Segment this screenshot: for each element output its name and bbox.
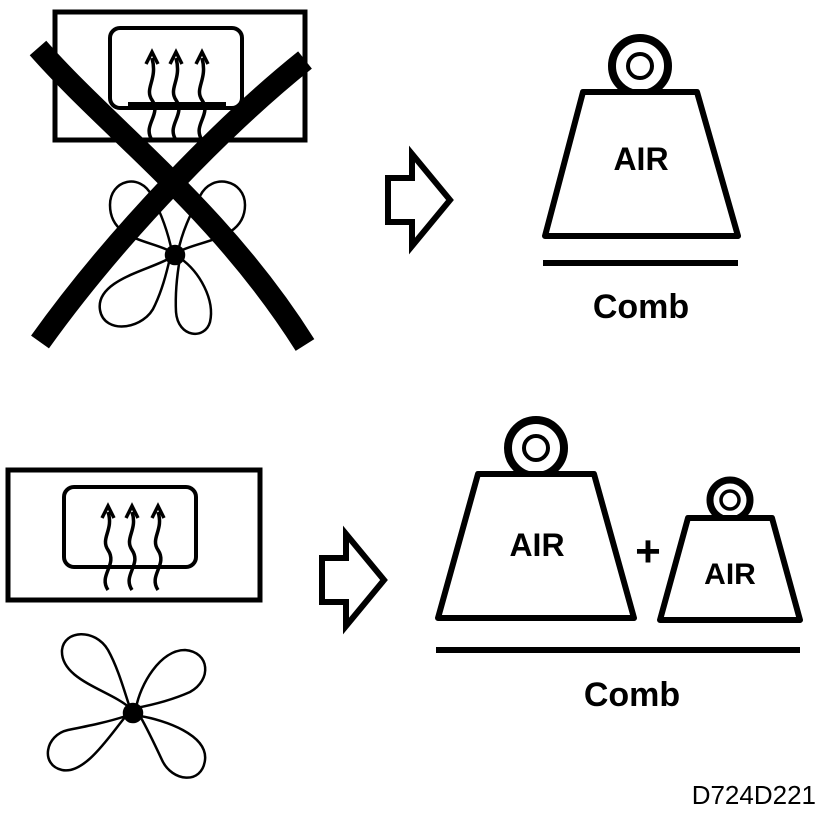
arrow-right-icon-top [385, 145, 454, 255]
heater-icon-top [52, 9, 308, 143]
weight-label-bottom-left: AIR [509, 527, 564, 563]
weight-icon-top [542, 34, 741, 239]
cross-out-icon [29, 40, 315, 351]
arrow-right-icon-bottom [319, 525, 388, 635]
figure-code: D724D221 [692, 780, 816, 810]
weight-label-bottom-right: AIR [704, 558, 756, 591]
fan-icon-top [98, 180, 247, 336]
fan-icon-bottom [46, 633, 207, 779]
weight-label-top: AIR [613, 141, 668, 177]
comb-label-bottom: Comb [584, 676, 680, 714]
weight-icon-bottom-large [435, 416, 637, 621]
plus-sign: + [635, 527, 661, 576]
weight-icon-bottom-small [657, 476, 803, 623]
comb-label-top: Comb [593, 288, 689, 326]
heater-icon-bottom [5, 467, 263, 603]
